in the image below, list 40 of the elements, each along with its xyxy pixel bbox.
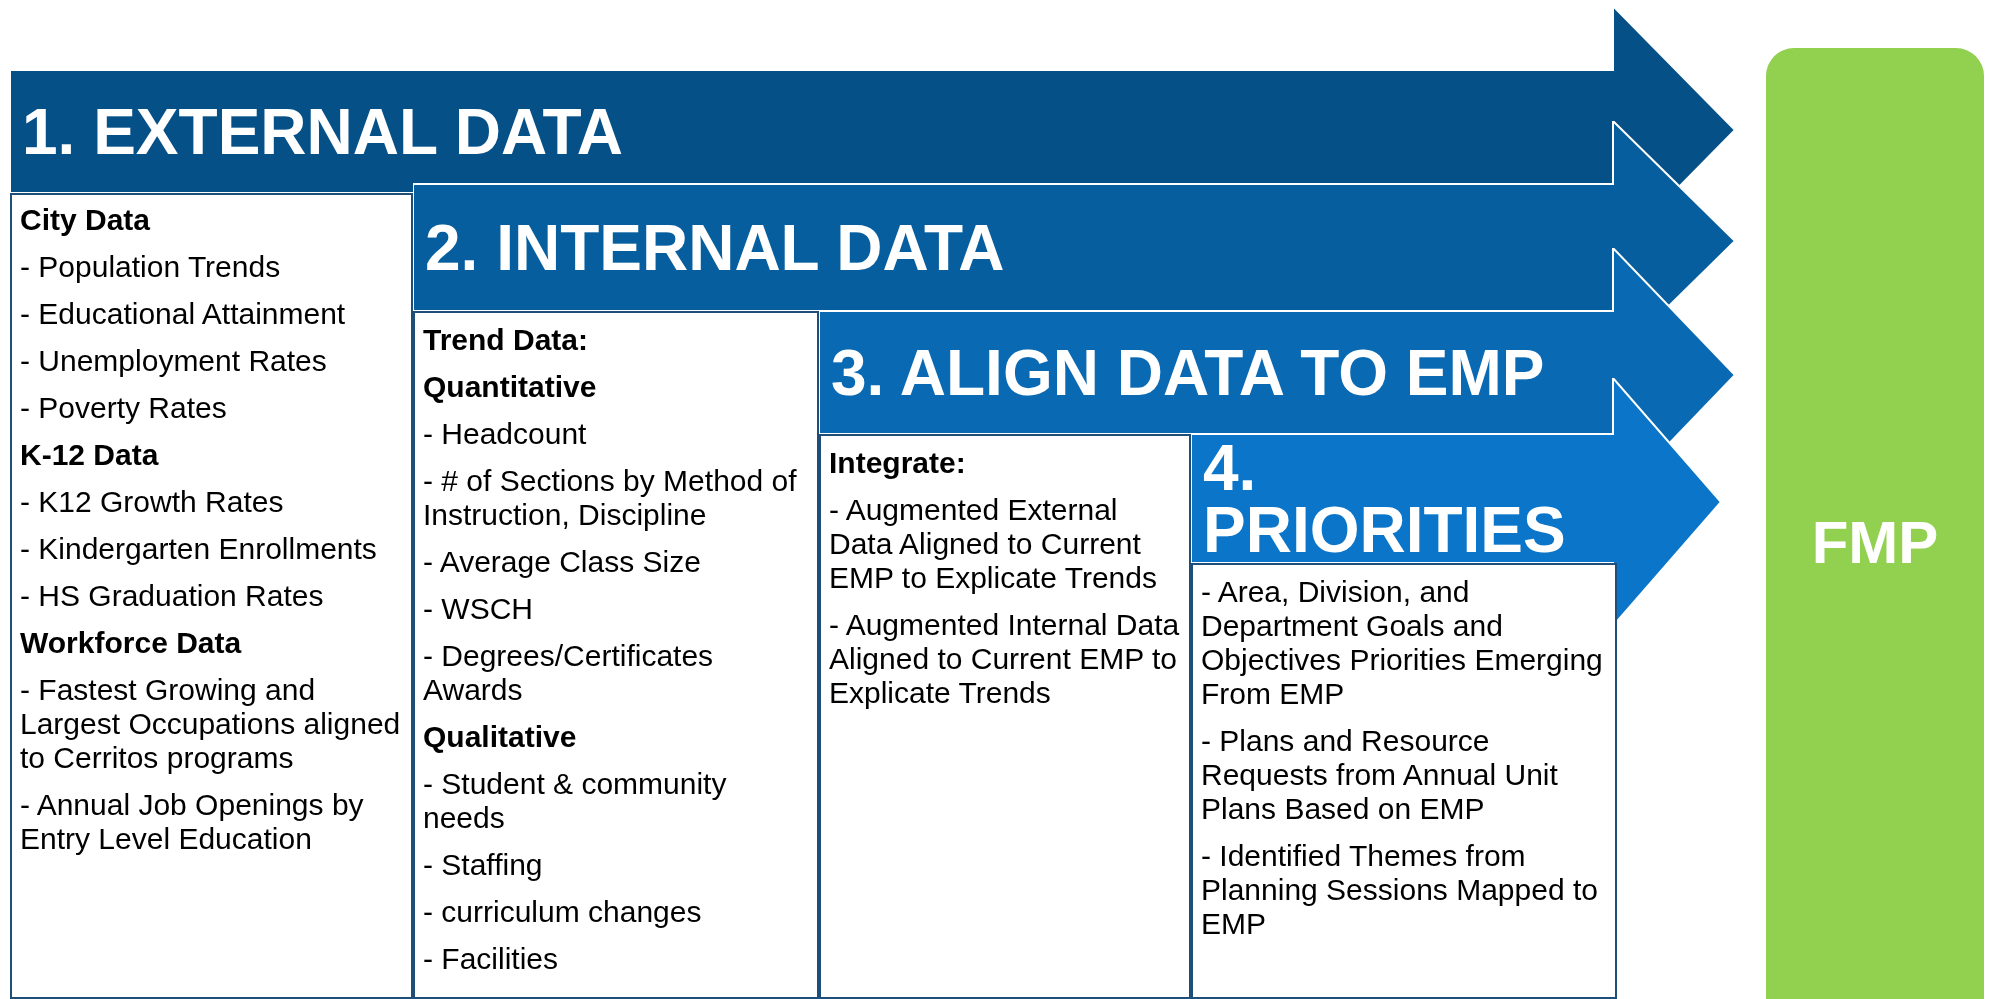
section-heading: Integrate:	[829, 446, 967, 480]
list-item: - WSCH	[423, 592, 534, 626]
list-item: - curriculum changes	[423, 895, 703, 929]
list-item: - Student & community needs	[423, 767, 728, 835]
text-column	[413, 311, 819, 999]
list-item: - Staffing	[423, 848, 544, 882]
section-heading: K-12 Data	[20, 438, 160, 472]
list-item: - Average Class Size	[423, 545, 702, 579]
stage-heading: 4. PRIORITIES	[1203, 436, 1567, 561]
text-column	[1191, 563, 1617, 999]
stage-heading: 3. ALIGN DATA TO EMP	[831, 341, 1545, 404]
stage-heading: 1. EXTERNAL DATA	[22, 100, 623, 163]
list-item: - # of Sections by Method of Instruction, Discipline	[423, 464, 798, 532]
list-item: - Educational Attainment	[20, 297, 347, 331]
list-item: - Population Trends	[20, 250, 282, 284]
list-item: - Annual Job Openings by Entry Level Education	[20, 788, 365, 856]
list-item: - Unemployment Rates	[20, 344, 328, 378]
list-item: - Facilities	[423, 942, 559, 976]
list-item: - Augmented Internal Data Aligned to Current EMP to Explicate Trends	[829, 608, 1181, 710]
list-item: - Augmented External Data Aligned to Current EMP to Explicate Trends	[829, 493, 1158, 595]
result-bar	[1766, 48, 1984, 999]
section-heading: Quantitative	[423, 370, 598, 404]
list-item: - HS Graduation Rates	[20, 579, 325, 613]
list-item: - Plans and Resource Requests from Annual Unit Plans Based on EMP	[1201, 724, 1559, 826]
section-heading: City Data	[20, 203, 152, 237]
text-column	[819, 434, 1191, 999]
list-item: - Fastest Growing and Largest Occupations aligned to Cerritos programs	[20, 673, 402, 775]
list-item: - Area, Division, and Department Goals and Objectives Priorities Emerging From EMP	[1201, 575, 1604, 711]
section-heading: Workforce Data	[20, 626, 243, 660]
list-item: - K12 Growth Rates	[20, 485, 285, 519]
list-item: - Poverty Rates	[20, 391, 228, 425]
text-column	[10, 193, 413, 999]
list-item: - Identified Themes from Planning Sessions Mapped to EMP	[1201, 839, 1599, 941]
result-label: FMP	[1811, 508, 1939, 578]
section-heading: Trend Data:	[423, 323, 590, 357]
stage-heading: 2. INTERNAL DATA	[425, 216, 1005, 279]
list-item: - Kindergarten Enrollments	[20, 532, 378, 566]
list-item: - Headcount	[423, 417, 588, 451]
section-heading: Qualitative	[423, 720, 578, 754]
list-item: - Degrees/Certificates Awards	[423, 639, 715, 707]
